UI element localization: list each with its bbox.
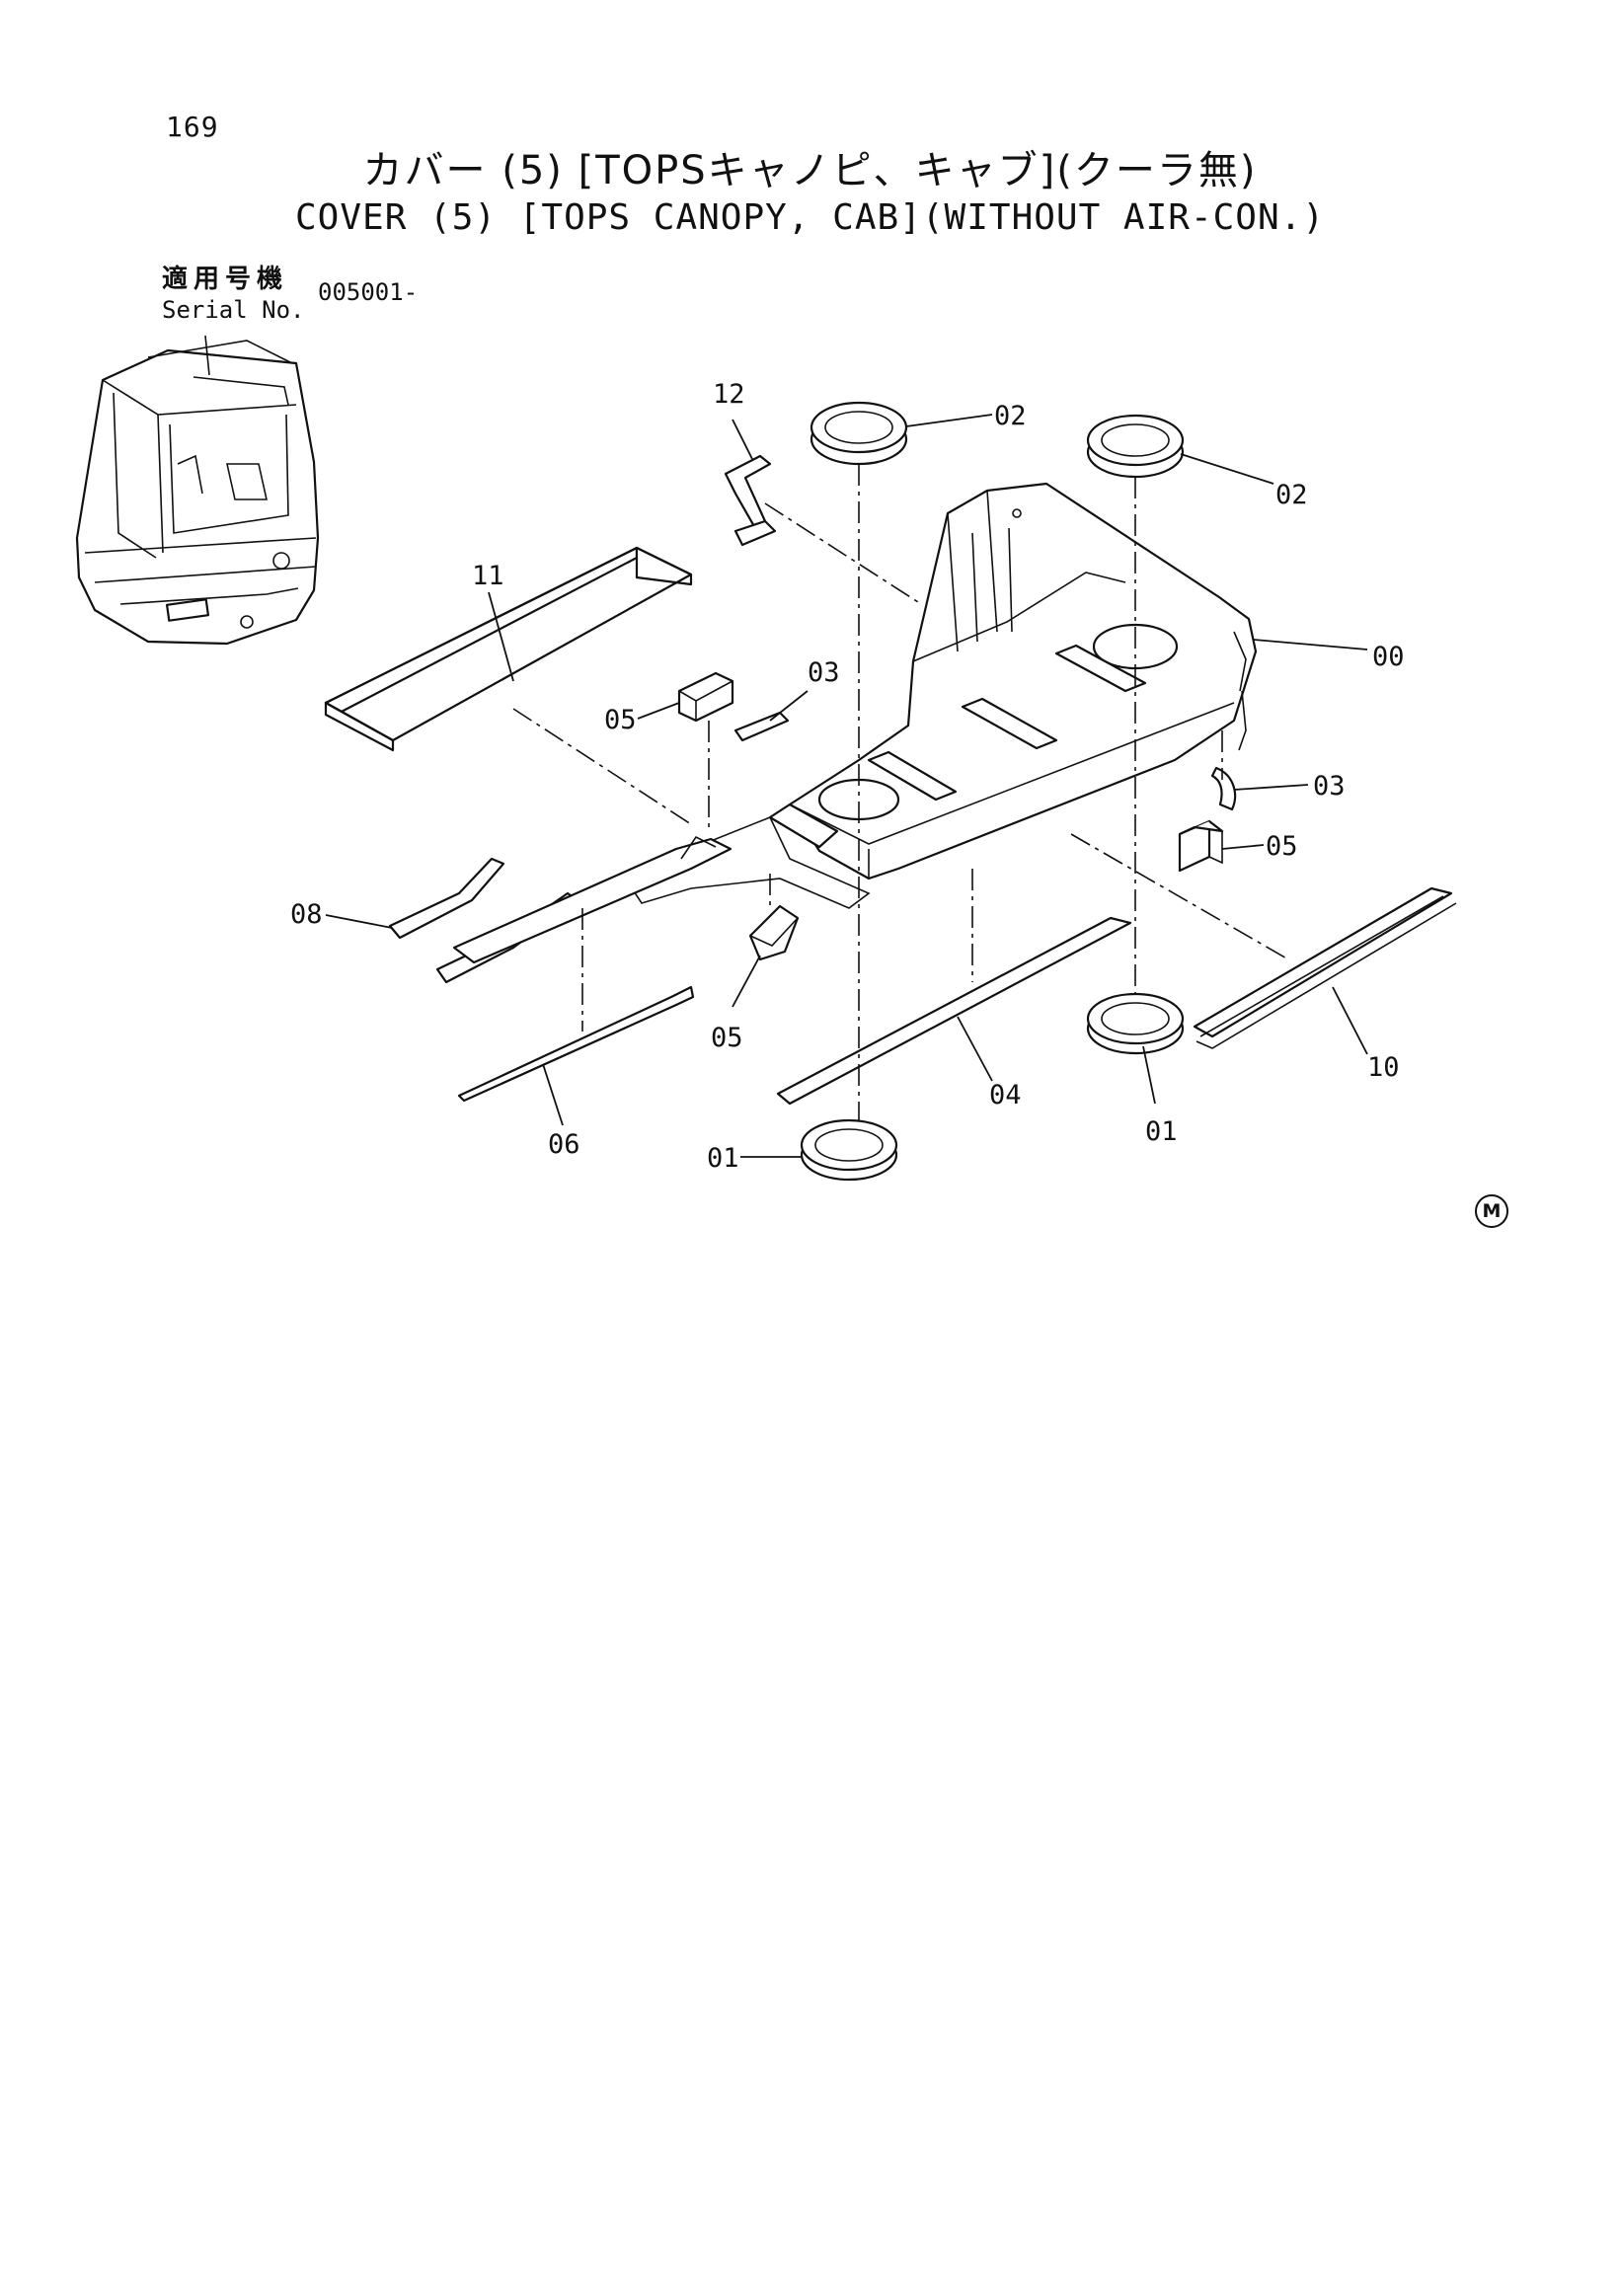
strip-part-12 — [724, 454, 777, 547]
leader-06 — [542, 1063, 564, 1126]
bracket-part-11 — [324, 546, 693, 752]
callout-00: 00 — [1372, 642, 1405, 672]
leader-03-upper — [769, 690, 809, 722]
strip-part-08-upper — [388, 857, 505, 940]
leader-02-left — [905, 414, 993, 427]
callout-04: 04 — [989, 1080, 1022, 1110]
callout-01-right: 01 — [1145, 1116, 1178, 1147]
leader-11 — [488, 591, 514, 682]
leader-04 — [957, 1016, 993, 1082]
strip-part-03-upper — [733, 711, 790, 742]
centerline-strip-12 — [764, 502, 919, 603]
floor-cover-part-00 — [630, 482, 1258, 909]
callout-01-bottom: 01 — [707, 1143, 739, 1174]
callout-11: 11 — [472, 561, 504, 591]
excavator-cab-icon — [75, 335, 320, 646]
leader-00 — [1253, 639, 1368, 651]
title-english: COVER (5) [TOPS CANOPY, CAB](WITHOUT AIR… — [295, 197, 1325, 238]
serial-number-value: 005001- — [318, 278, 419, 306]
callout-02-left: 02 — [994, 401, 1027, 431]
serial-label-japanese: 適用号機 — [162, 265, 289, 294]
channel-part-10 — [1193, 886, 1457, 1049]
callout-12: 12 — [713, 379, 745, 410]
block-part-05-lower — [748, 904, 800, 961]
leader-08 — [325, 914, 393, 929]
circled-m-icon: M — [1475, 1194, 1508, 1228]
centerline-channel-10 — [1070, 833, 1289, 960]
strip-part-03-right — [1210, 766, 1237, 811]
ring-part-01-bottom — [800, 1118, 898, 1182]
exploded-parts-diagram: 02 02 12 11 00 03 05 03 05 08 05 06 04 0… — [75, 335, 1457, 1182]
serial-label-english: Serial No. — [162, 296, 305, 324]
callout-05-upper: 05 — [604, 705, 637, 735]
leader-01-right — [1142, 1045, 1156, 1105]
ring-part-01-right — [1086, 992, 1185, 1055]
leader-03-right — [1233, 784, 1309, 791]
rod-part-06 — [457, 985, 695, 1103]
callout-08: 08 — [290, 899, 323, 930]
block-part-05-upper — [677, 671, 734, 723]
page-number: 169 — [166, 111, 219, 143]
callout-03-right: 03 — [1313, 771, 1346, 802]
side-strip-left — [452, 835, 733, 964]
callout-06: 06 — [548, 1129, 580, 1160]
leader-05-lower — [732, 955, 761, 1008]
bar-part-04 — [776, 916, 1132, 1106]
leader-05-upper — [637, 702, 680, 720]
leader-10 — [1332, 986, 1368, 1055]
leader-05-right — [1221, 844, 1265, 850]
ring-part-02-left — [810, 401, 908, 466]
callout-05-lower: 05 — [711, 1023, 743, 1053]
callout-03-upper: 03 — [808, 657, 840, 688]
callout-02-right: 02 — [1275, 480, 1308, 510]
block-part-05-right — [1178, 819, 1224, 873]
callout-05-right: 05 — [1266, 831, 1298, 862]
ring-part-02-right — [1086, 414, 1185, 479]
leader-02-right — [1180, 453, 1274, 485]
title-japanese: カバー (5) [TOPSキャノピ、キャブ](クーラ無) — [362, 148, 1258, 193]
callout-10: 10 — [1367, 1052, 1400, 1083]
centerline-bracket-11 — [512, 708, 692, 825]
leader-12 — [732, 419, 753, 460]
